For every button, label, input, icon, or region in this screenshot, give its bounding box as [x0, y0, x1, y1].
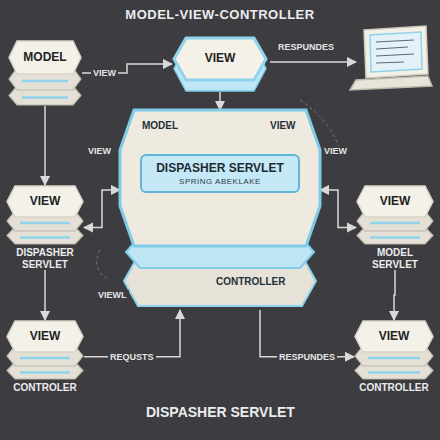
laptop-icon — [350, 26, 432, 90]
connector-arrow — [44, 106, 46, 185]
node-body — [356, 217, 434, 245]
laptop-lid — [364, 26, 428, 78]
connector-arrow — [260, 310, 354, 357]
flow-label: VIEWL — [96, 290, 129, 300]
screen-line — [376, 47, 408, 49]
view-server-stack: VIEW MODEL SERVLET — [356, 185, 434, 270]
edge-label: VIEW — [91, 68, 118, 78]
view-server-stack: VIEW CONTROLLER — [354, 320, 434, 394]
node-caption: CONTROLLER — [354, 382, 434, 394]
server-stripe — [22, 80, 68, 83]
connector-arrow — [84, 190, 120, 228]
server-top-face — [355, 321, 433, 352]
server-stack-shape — [8, 40, 82, 106]
response-line — [270, 61, 356, 63]
node-face: VIEW — [6, 185, 84, 217]
view-server-stack: VIEW DISPASHER SERVLET — [6, 185, 84, 270]
flow-label: VIEW — [86, 146, 113, 156]
server-top-face — [9, 41, 81, 74]
node-body — [8, 74, 82, 106]
edge-label: RESPUNDES — [277, 352, 337, 362]
node-label: VIEW — [30, 194, 61, 208]
connector-arrow — [394, 270, 395, 320]
node-face: MODEL — [8, 40, 82, 74]
node-face: VIEW — [354, 320, 434, 352]
servlet-title: DISPASHER SERVLET — [148, 161, 292, 175]
layer-label: VIEW — [270, 120, 296, 131]
node-label: VIEW — [205, 51, 236, 65]
node-body — [354, 352, 434, 380]
flow-label: VIEW — [322, 146, 349, 156]
view-tile: VIEW — [172, 36, 268, 92]
servlet-subtitle: SPRING ABEKLAKE — [148, 177, 292, 186]
node-face: VIEW — [356, 185, 434, 217]
server-stripe — [368, 357, 420, 360]
connector-arrow — [44, 270, 46, 320]
server-stripe — [370, 236, 420, 239]
server-stripe — [20, 222, 70, 225]
screen-line — [376, 54, 414, 56]
view-server-stack: VIEW CONTROLER — [6, 320, 84, 394]
connector-arrow — [84, 310, 180, 357]
node-face: VIEW — [172, 36, 268, 80]
layer-label: CONTROLLER — [216, 276, 285, 287]
model-server-stack: MODEL — [8, 40, 82, 106]
screen-line — [376, 62, 404, 63]
node-body — [6, 217, 84, 245]
flow-label: RESPUNDES — [276, 42, 336, 52]
footer-label: DISPASHER SERVLET — [144, 404, 297, 420]
node-caption: CONTROLER — [6, 382, 84, 394]
node-label: MODEL — [23, 50, 66, 64]
dispatcher-servlet-box: DISPASHER SERVLET SPRING ABEKLAKE — [140, 154, 300, 193]
diagram-title: MODEL-VIEW-CONTROLLER — [0, 7, 440, 22]
server-stripe — [368, 371, 420, 374]
node-label: VIEW — [379, 329, 410, 343]
node-label: VIEW — [30, 329, 61, 343]
screen-line — [376, 40, 414, 42]
server-top-face — [7, 321, 83, 352]
laptop-base — [350, 76, 432, 90]
connector-arrow — [320, 190, 356, 228]
node-body — [172, 80, 268, 92]
server-stripe — [20, 236, 70, 239]
server-stripe — [22, 96, 68, 99]
server-stripe — [20, 357, 70, 360]
node-caption: DISPASHER SERVLET — [6, 247, 84, 270]
server-stripe — [370, 222, 420, 225]
tile-top-face — [174, 38, 266, 80]
server-stripe — [20, 371, 70, 374]
decor-line — [97, 250, 110, 280]
node-body — [6, 352, 84, 380]
layer-label: MODEL — [142, 120, 178, 131]
connector-arrow — [219, 92, 221, 110]
edge-label: REQUSTS — [108, 352, 156, 362]
laptop-screen — [370, 32, 422, 72]
node-caption: MODEL SERVLET — [356, 247, 434, 270]
core-top-face — [120, 110, 320, 246]
node-face: VIEW — [6, 320, 84, 352]
server-top-face — [357, 186, 433, 217]
node-label: VIEW — [380, 194, 411, 208]
server-top-face — [7, 186, 83, 217]
mvc-core-stack: MODEL VIEW CONTROLLER DISPASHER SERVLET SPRI… — [120, 110, 320, 310]
